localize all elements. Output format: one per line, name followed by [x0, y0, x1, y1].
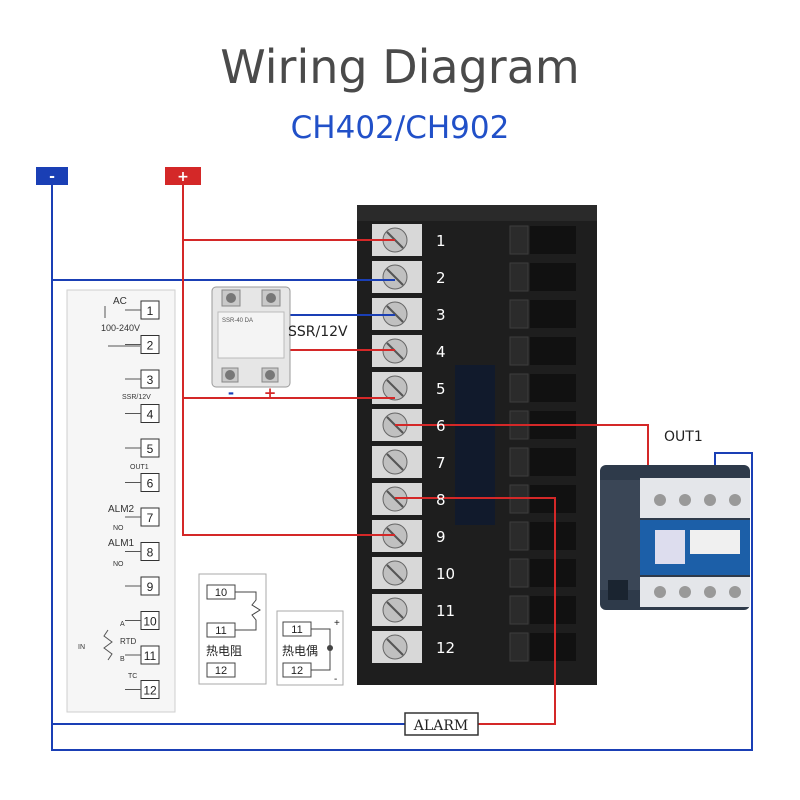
out1-label: OUT1 — [664, 429, 703, 445]
tc-num-1: 11 — [291, 624, 302, 636]
terminal-number-5: 5 — [436, 380, 446, 398]
rtd-num-2: 11 — [215, 625, 226, 637]
panel-ac-label: AC — [113, 296, 127, 307]
panel-terminal-9: 9 — [125, 576, 160, 596]
panel-terminal-5: 5 — [125, 438, 160, 458]
positive-label: + — [177, 169, 189, 185]
panel-terminal-2: 2 — [125, 335, 160, 354]
panel-b-label: B — [120, 656, 125, 663]
negative-wire — [51, 185, 395, 281]
panel-terminal-7: 7 — [125, 507, 160, 527]
terminal-number-8: 8 — [436, 491, 446, 509]
out1-wire — [395, 424, 649, 478]
tc-neg-label: - — [334, 674, 337, 685]
terminal-number-12: 12 — [436, 639, 455, 657]
svg-text:12: 12 — [143, 684, 157, 698]
panel-rtd-label: RTD — [120, 637, 137, 646]
terminal-number-11: 11 — [436, 602, 455, 620]
panel-terminal-12: 12 — [125, 680, 160, 699]
tc-num-2: 12 — [291, 665, 303, 677]
alarm-wire — [395, 497, 556, 725]
ssr-module: SSR-40 DA - + — [211, 286, 291, 402]
contactor-device — [600, 465, 750, 610]
alarm-box: ALARM — [404, 712, 479, 736]
model-subtitle: CH402/CH902 — [290, 110, 510, 146]
terminal-number-2: 2 — [436, 269, 446, 287]
rtd-label: 热电阻 — [206, 644, 242, 658]
panel-terminal-11: 11 — [125, 645, 160, 665]
negative-terminal-marker: - — [36, 167, 68, 185]
terminal-number-1: 1 — [436, 232, 446, 250]
tc-label: 热电偶 — [282, 644, 318, 658]
panel-terminal-4: 4 — [125, 404, 160, 423]
panel-voltage-label: 100-240V — [101, 323, 140, 333]
panel-in-label: IN — [78, 644, 85, 651]
panel-alm1-label: ALM1 — [108, 538, 135, 549]
controller-body — [357, 205, 597, 685]
tc-wiring-box: 11 热电偶 12 + - — [276, 610, 344, 686]
terminal-number-6: 6 — [436, 417, 446, 435]
terminal-number-4: 4 — [436, 343, 446, 361]
positive-terminal-marker: + — [165, 167, 201, 185]
negative-label: - — [49, 169, 55, 185]
panel-terminal-8: 8 — [125, 542, 160, 561]
terminal-number-9: 9 — [436, 528, 446, 546]
terminal-number-10: 10 — [436, 565, 455, 583]
svg-text:7: 7 — [147, 511, 154, 525]
svg-text:8: 8 — [147, 546, 154, 560]
svg-text:2: 2 — [147, 339, 154, 353]
rtd-num-1: 10 — [215, 587, 227, 599]
rtd-num-3: 12 — [215, 665, 227, 677]
ssr-pos-label: + — [264, 384, 277, 402]
ssr-model-text: SSR-40 DA — [222, 318, 253, 324]
negative-return-wire — [51, 280, 753, 751]
svg-text:5: 5 — [147, 442, 154, 456]
terminal-number-3: 3 — [436, 306, 446, 324]
panel-ssr-label: SSR/12V — [122, 394, 151, 401]
panel-no-label-1: NO — [113, 561, 124, 568]
alarm-label: ALARM — [413, 718, 468, 734]
panel-out1-label: OUT1 — [130, 464, 149, 471]
ssr-neg-label: - — [228, 384, 234, 402]
svg-text:10: 10 — [143, 615, 157, 629]
positive-wire-terminal-9 — [182, 398, 395, 536]
svg-text:11: 11 — [144, 649, 157, 663]
panel-no-label-2: NO — [113, 525, 124, 532]
rtd-wiring-box: 10 11 热电阻 12 — [198, 573, 267, 685]
svg-text:6: 6 — [147, 477, 154, 491]
tc-pos-label: + — [334, 618, 340, 629]
svg-text:1: 1 — [147, 304, 154, 318]
svg-text:9: 9 — [147, 580, 154, 594]
panel-terminal-3: 3 — [125, 369, 160, 389]
page-title: Wiring Diagram — [220, 40, 580, 94]
panel-terminal-6: 6 — [125, 473, 160, 492]
panel-alm2-label: ALM2 — [108, 504, 135, 515]
svg-text:3: 3 — [147, 373, 154, 387]
panel-terminal-10: 10 — [125, 611, 160, 630]
ssr-label: SSR/12V — [288, 324, 348, 340]
panel-tc-label: TC — [128, 673, 137, 680]
terminal-number-7: 7 — [436, 454, 446, 472]
svg-text:4: 4 — [147, 408, 154, 422]
panel-terminal-1: 1 — [125, 300, 160, 320]
panel-a-label: A — [120, 621, 125, 628]
